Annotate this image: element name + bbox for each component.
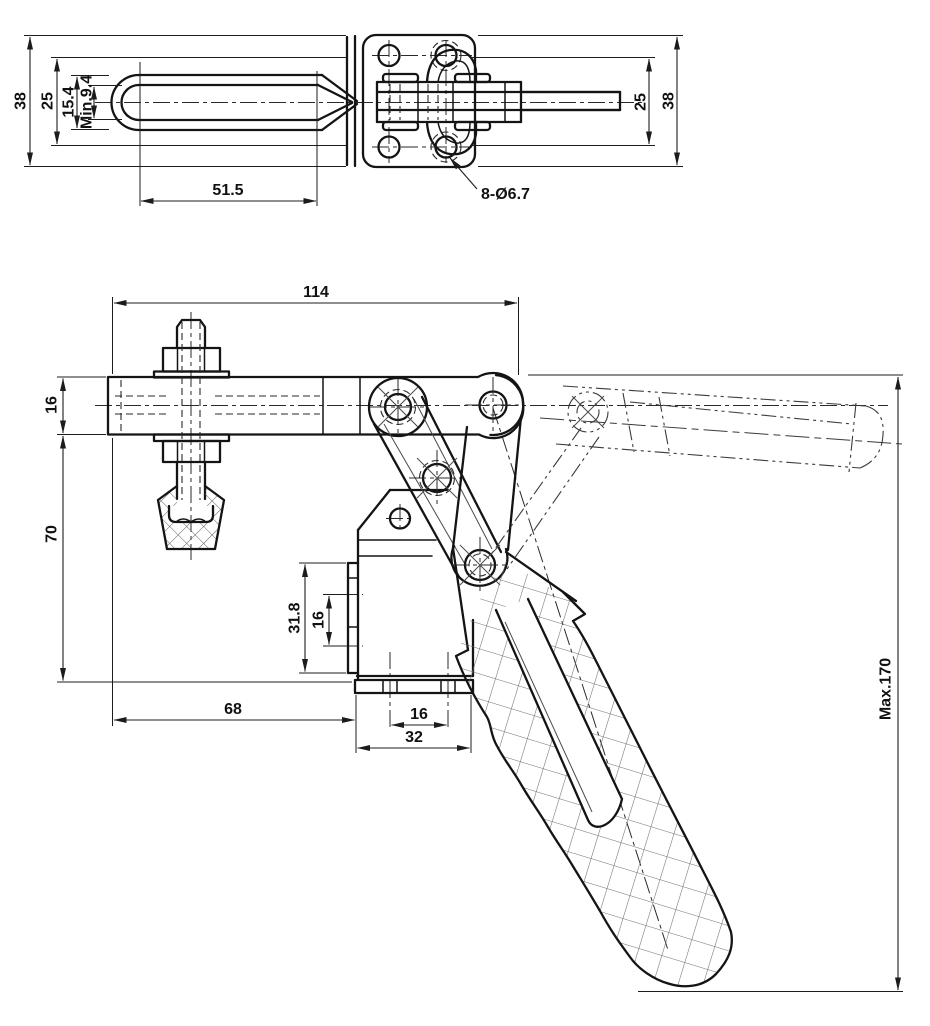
handle-pivot-lobe: [489, 373, 525, 437]
link-tab: [453, 72, 492, 84]
dim-16-foot: 16: [391, 706, 447, 728]
link-tab: [381, 72, 420, 84]
dim-label: 16: [44, 396, 61, 414]
dim-label: 31.8: [287, 602, 304, 633]
dim-label: Min.9.4: [79, 75, 96, 129]
dim-70: 70: [44, 435, 352, 683]
rubber-tip: [156, 484, 226, 551]
handle-lever: [451, 415, 733, 988]
dim-label: 70: [44, 525, 61, 543]
dim-label: 114: [303, 284, 329, 301]
dim-31-8: 31.8: [287, 562, 346, 674]
washer-upper: [152, 370, 231, 379]
dim-label: 68: [224, 701, 242, 718]
dim-32: 32: [355, 695, 472, 753]
strap-bend-top: [425, 48, 478, 84]
dim-label: 38: [661, 92, 678, 110]
spindle-stud: [175, 318, 207, 350]
spindle-assembly: [152, 318, 231, 551]
base-upright: [346, 488, 475, 695]
dim-16-flange: 16: [311, 594, 346, 647]
dim-label: 38: [13, 92, 30, 110]
dim-16-bar: 16: [44, 376, 106, 435]
lever-slot: [494, 597, 624, 828]
dim-68: 68: [112, 438, 357, 726]
dim-38-right: 38: [478, 35, 683, 167]
link-tab: [453, 120, 492, 132]
dim-max-170: Max.170: [528, 374, 903, 992]
phantom-open-handle: [489, 385, 903, 570]
dim-label: 16: [410, 706, 428, 723]
dim-label: 25: [40, 92, 57, 110]
top-view: 38 25 15.4 Min.9.4 51.5: [13, 33, 683, 206]
dim-25-left: 25: [40, 57, 346, 146]
mounting-hole: [377, 43, 401, 68]
dim-114: 114: [112, 284, 519, 375]
toggle-link: [367, 376, 503, 579]
clamp-arm-side-view: [106, 371, 525, 440]
dim-38-left: 38: [13, 35, 346, 167]
side-flange: [346, 561, 360, 675]
clamp-bar-top-view: [110, 73, 359, 132]
dim-label: 16: [311, 611, 328, 629]
top-view-centerlines: [95, 40, 645, 163]
dim-15-4: 15.4: [61, 75, 109, 130]
hole-callout: 8-Ø6.7: [449, 157, 530, 203]
strap-bend-bottom: [425, 120, 478, 156]
mounting-hole: [377, 135, 401, 159]
dim-label: Max.170: [878, 658, 895, 720]
dim-label: 32: [405, 729, 423, 746]
dim-label: 25: [633, 93, 650, 111]
dim-label: 15.4: [61, 86, 78, 117]
pivots: [370, 373, 525, 593]
dim-25-right: 25: [470, 57, 655, 146]
dim-51-5: 51.5: [139, 62, 318, 206]
link-tab: [381, 120, 420, 132]
callout-label: 8-Ø6.7: [481, 186, 530, 203]
dim-min-9-4: Min.9.4: [79, 75, 122, 129]
side-view: 114 16 70 31.8 16: [44, 284, 903, 992]
dim-label: 51.5: [212, 182, 243, 199]
hex-nut-lower: [161, 439, 222, 464]
grip-outline: [454, 590, 733, 988]
spindle-rod-top-view: [519, 90, 622, 112]
base-hole: [388, 507, 412, 530]
